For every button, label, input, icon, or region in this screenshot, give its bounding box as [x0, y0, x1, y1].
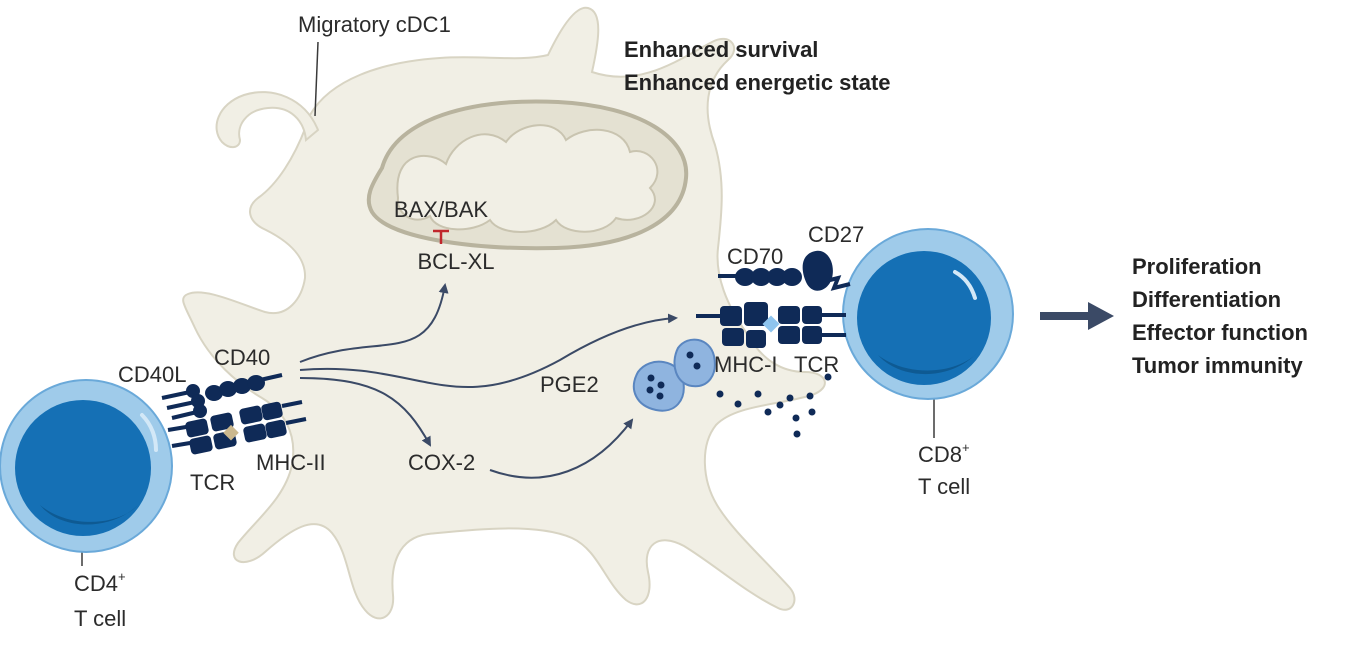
tcr-mhc2-complex: [167, 400, 307, 455]
cd70-receptor: [718, 268, 802, 286]
label-mhc-i: MHC-I: [714, 352, 778, 377]
label-tcr-right: TCR: [794, 352, 839, 377]
arrow-cox2-to-pge2: [489, 418, 634, 479]
outcome-item: Differentiation: [1132, 287, 1281, 312]
mitochondrion-cristae: [396, 124, 659, 233]
pge2-particle: [657, 381, 665, 389]
secreted-particle: [792, 414, 800, 422]
cd40l-receptor: [161, 384, 207, 420]
label-cd8-tcell: T cell: [918, 474, 970, 499]
label-mhc-ii: MHC-II: [256, 450, 326, 475]
secreted-particle: [793, 430, 801, 438]
arrow-to-mhc1: [299, 313, 678, 389]
label-pge2: PGE2: [540, 372, 599, 397]
dendrite-curl: [215, 91, 320, 148]
label-cd40l: CD40L: [118, 362, 186, 387]
secreted-particle: [734, 400, 742, 408]
secreted-particle: [806, 392, 814, 400]
cd27-receptor: [802, 250, 851, 291]
label-enhanced-survival: Enhanced survival: [624, 37, 818, 62]
secreted-particle: [764, 408, 772, 416]
pge2-particle: [693, 362, 701, 370]
arrow-to-cox2: [299, 377, 431, 447]
label-cd27: CD27: [808, 222, 864, 247]
secreted-particle: [786, 394, 794, 402]
pge2-particle: [647, 374, 655, 382]
label-tcr-left: TCR: [190, 470, 235, 495]
pge2-vesicle-right: [673, 338, 716, 388]
label-cd4-tcell: T cell: [74, 606, 126, 631]
label-cox-2: COX-2: [408, 450, 475, 475]
label-cd8: CD8+: [918, 440, 970, 467]
pge2-particle: [656, 392, 664, 400]
label-cd70: CD70: [727, 244, 783, 269]
label-bax-bak: BAX/BAK: [394, 197, 488, 222]
tcr-mhc1-complex: [696, 302, 846, 348]
pge2-particle: [686, 351, 694, 359]
secreted-particle: [754, 390, 762, 398]
secreted-particle: [808, 408, 816, 416]
label-cd40: CD40: [214, 345, 270, 370]
outcome-arrow-head: [1088, 302, 1114, 330]
pge2-particle: [646, 386, 654, 394]
label-enhanced-energetic: Enhanced energetic state: [624, 70, 891, 95]
cd8-t-cell: [842, 228, 1014, 400]
label-dc: Migratory cDC1: [298, 12, 451, 37]
secreted-particle: [716, 390, 724, 398]
cd40-receptor: [205, 373, 283, 401]
label-bcl-xl: BCL-XL: [417, 249, 494, 274]
secreted-particle: [824, 373, 832, 381]
secreted-particle: [776, 401, 784, 409]
arrow-to-bclxl: [299, 283, 449, 363]
label-cd4: CD4+: [74, 569, 126, 596]
cd4-t-cell: [0, 379, 173, 553]
outcome-item: Proliferation: [1132, 254, 1262, 279]
outcome-item: Effector function: [1132, 320, 1308, 345]
dc-leader-line: [314, 41, 319, 117]
outcome-item: Tumor immunity: [1132, 353, 1303, 378]
